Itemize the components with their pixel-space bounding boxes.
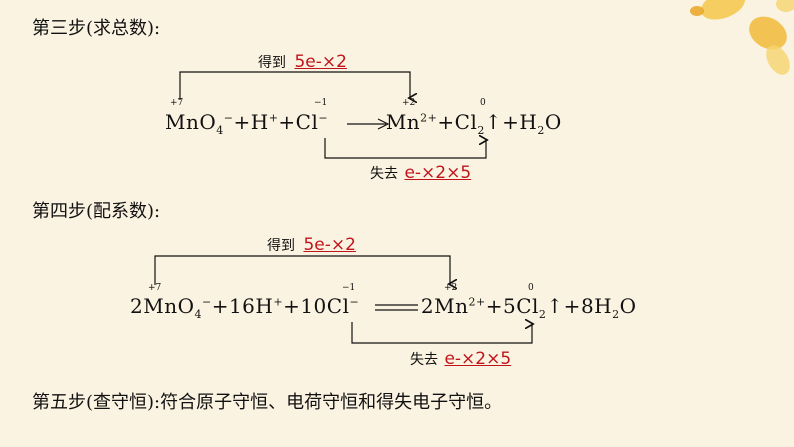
step4-ox-cl2: 0 [528,283,534,293]
step4-loss-label: 失去 e-×2×5 [410,349,512,369]
step5-text: 第五步(查守恒):符合原子守恒、电荷守恒和得失电子守恒。 [32,392,503,413]
step3-ox-cl2: 0 [480,98,486,108]
step3-loss-label: 失去 e-×2×5 [370,163,472,183]
step3-ox-mn2: +2 [402,98,416,108]
step4-equation: 2MnO4−+16H++10Cl− 2Mn2++5Cl2↑+8H2O [130,294,637,321]
step3-gain-label: 得到 5e-×2 [258,52,347,72]
step4-ox-mn2: +2 [444,283,458,293]
step3-ox-mn: +7 [170,98,184,108]
step3-ox-cl: −1 [314,98,328,108]
step4-ox-mn: +7 [148,283,162,293]
step3-heading: 第三步(求总数): [32,18,161,39]
step4-gain-label: 得到 5e-×2 [267,235,356,255]
step4-heading: 第四步(配系数): [32,201,161,222]
step4-ox-cl: −1 [342,283,356,293]
step3-equation: MnO4−+H++Cl− Mn2++Cl2↑+H2O [165,110,562,137]
